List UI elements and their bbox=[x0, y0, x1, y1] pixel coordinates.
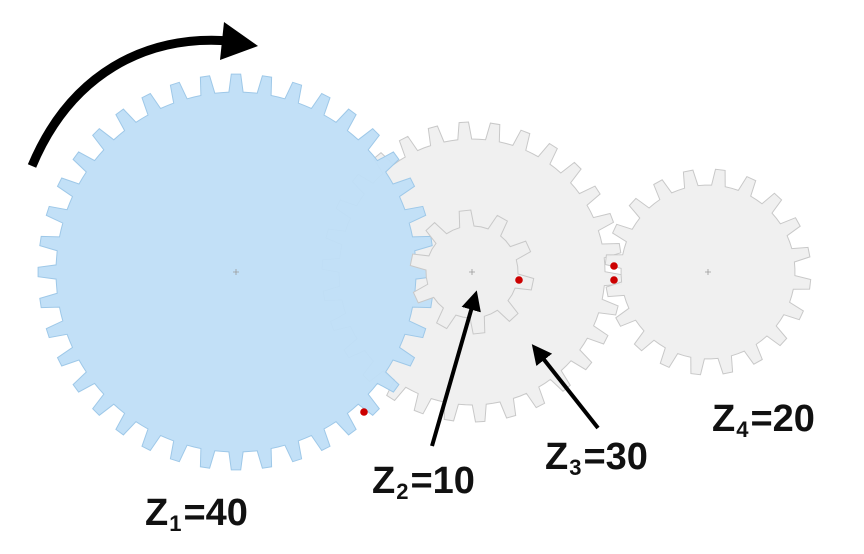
reference-dot-4 bbox=[610, 276, 618, 284]
gear-label-z3: Z3=30 bbox=[545, 436, 648, 480]
reference-dot-1 bbox=[360, 408, 368, 416]
gear-label-z1: Z1=40 bbox=[145, 492, 248, 536]
gear-center-mark-z1 bbox=[233, 269, 239, 275]
gear-label-z4: Z4=20 bbox=[712, 398, 815, 442]
gear-center-mark-z2 bbox=[469, 269, 475, 275]
pointer-arrow-z3 bbox=[531, 344, 600, 430]
rotation-arrowhead-icon bbox=[220, 22, 258, 60]
rotation-arrow-icon bbox=[27, 35, 231, 168]
gear-center-mark-z4 bbox=[705, 269, 711, 275]
gear-label-z2: Z2=10 bbox=[372, 460, 475, 504]
pointer-arrow-z2 bbox=[430, 290, 481, 447]
reference-dot-2 bbox=[515, 276, 523, 284]
reference-dot-3 bbox=[610, 262, 618, 270]
